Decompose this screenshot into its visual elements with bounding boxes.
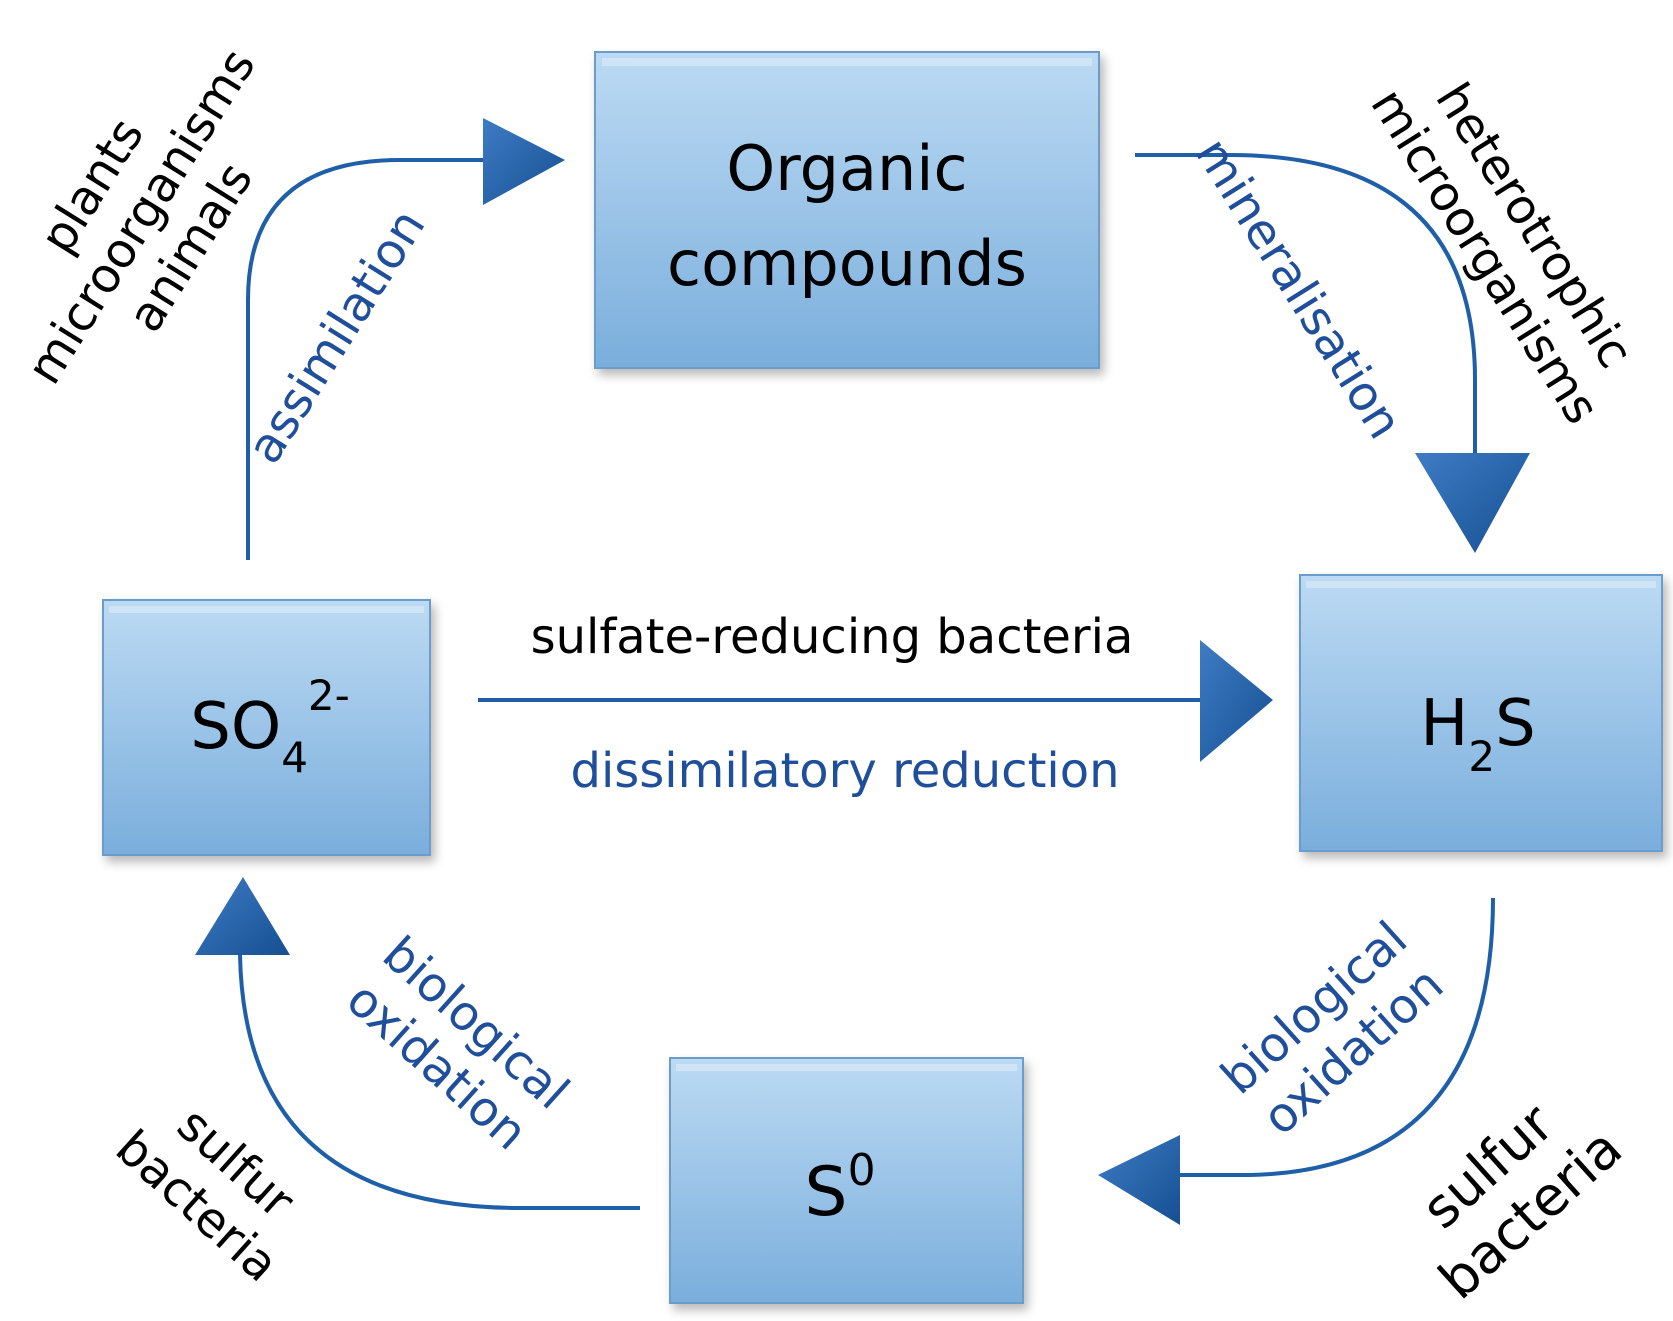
- sulfate-reducing-bacteria-label: sulfate-reducing bacteria: [531, 609, 1134, 665]
- h2s-subscript: 2: [1468, 732, 1495, 781]
- sulfur-bacteria-right-label: sulfur bacteria: [1410, 1091, 1634, 1311]
- dissimilatory-arrowhead: [1200, 640, 1273, 762]
- sulfate-base: SO: [190, 690, 281, 764]
- elemental-sulfur-box: S0: [669, 1057, 1024, 1304]
- s0-base: S: [804, 1153, 847, 1232]
- oxidation-left-arrowhead: [195, 877, 290, 955]
- oxidation-left-label: biological oxidation: [336, 926, 580, 1161]
- dissimilatory-reduction-arrow: [478, 640, 1273, 762]
- organic-compounds-box: Organic compounds: [594, 51, 1100, 369]
- mineralisation-arrowhead: [1415, 453, 1530, 553]
- assimilation-arrow: [246, 118, 565, 560]
- organic-compounds-label-line2: compounds: [667, 227, 1027, 300]
- oxidation-right-label: biological oxidation: [1211, 911, 1455, 1146]
- oxidation-s0-to-so4-arrow: [195, 877, 640, 1210]
- sulfate-label: SO42-: [190, 671, 350, 782]
- oxidation-h2s-to-s0-arrow: [1098, 897, 1495, 1225]
- h2s-h: H: [1420, 687, 1468, 761]
- s0-label: S0: [804, 1145, 875, 1232]
- h2s-s: S: [1495, 687, 1536, 761]
- mineralisation-label: mineralisation: [1184, 129, 1413, 449]
- sulfate-box: SO42-: [102, 599, 431, 856]
- mineralisation-arrow: [1135, 153, 1530, 553]
- hydrogen-sulfide-box: H2S: [1299, 574, 1663, 852]
- sulfate-subscript: 4: [281, 733, 308, 782]
- h2s-label: H2S: [1420, 687, 1535, 781]
- s0-superscript: 0: [848, 1145, 876, 1196]
- heterotrophs-label: heterotrophic microorganisms: [1360, 73, 1644, 433]
- organic-compounds-label-line1: Organic: [726, 132, 967, 205]
- dissimilatory-reduction-label: dissimilatory reduction: [570, 743, 1119, 799]
- oxidation-right-arrowhead: [1098, 1135, 1180, 1225]
- assimilation-arrowhead: [483, 118, 565, 205]
- assimilation-label: assimilation: [236, 200, 436, 474]
- sulfur-bacteria-left-label: sulfur bacteria: [105, 1097, 305, 1293]
- sulfate-superscript: 2-: [308, 671, 350, 720]
